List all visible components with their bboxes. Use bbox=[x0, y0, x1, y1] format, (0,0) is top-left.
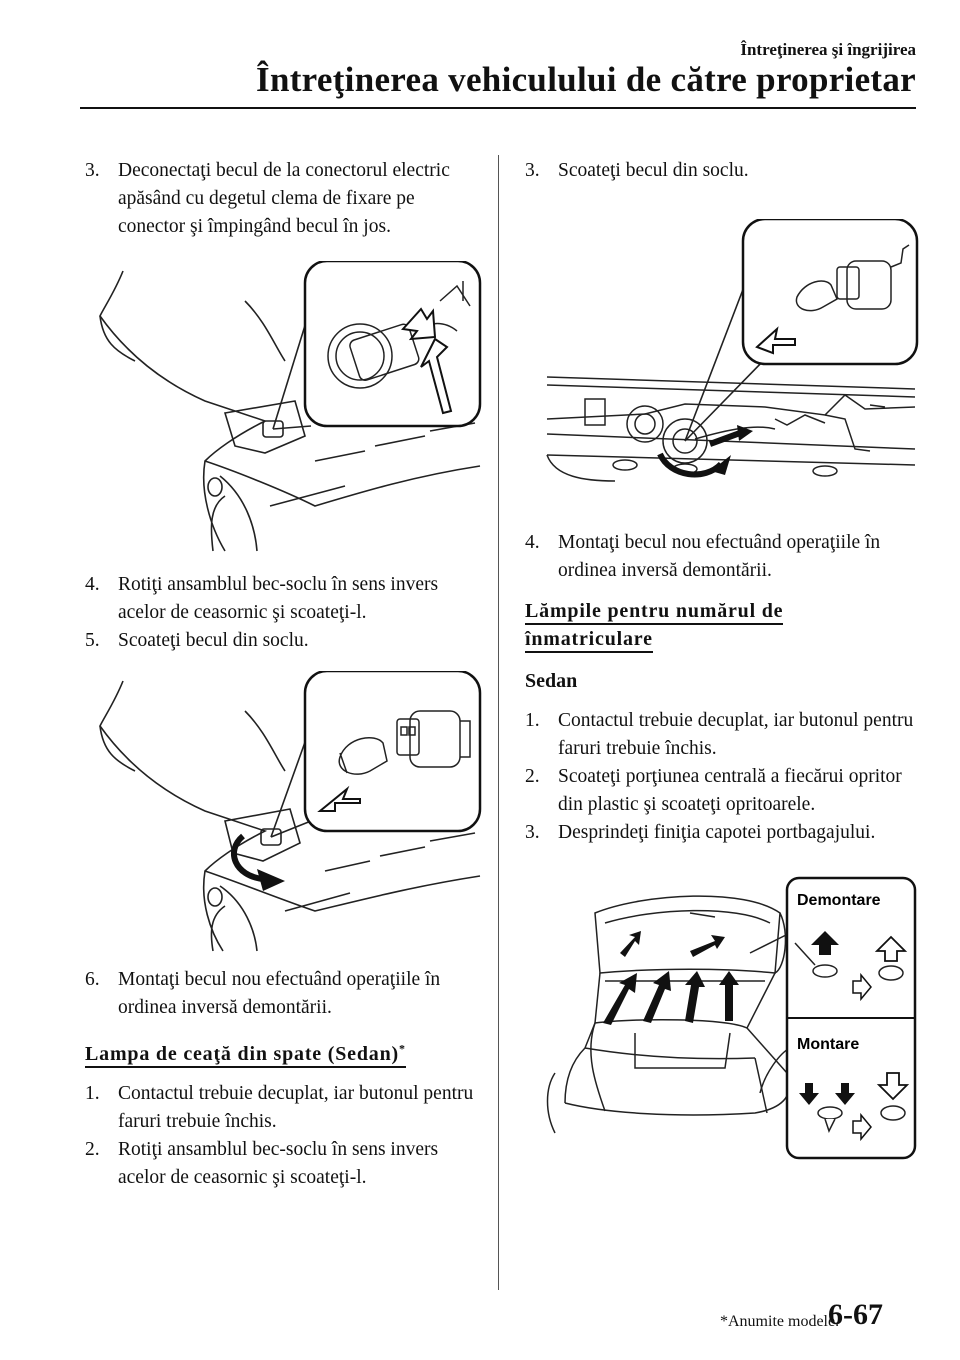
step-text: Scoateţi becul din soclu. bbox=[558, 160, 749, 181]
rotate-arrow-icon bbox=[230, 833, 264, 882]
step-text: Contactul trebuie decuplat, iar butonul … bbox=[558, 710, 914, 759]
figure-fog-lamp-removal bbox=[546, 219, 919, 482]
pull-arrow-icon bbox=[317, 785, 361, 812]
page-header: Întreţinerea şi îngrijirea Întreţinerea … bbox=[0, 0, 960, 110]
push-arrow-icon bbox=[401, 307, 437, 341]
figure-disconnect-connector bbox=[99, 261, 482, 552]
column-divider bbox=[498, 155, 499, 1290]
remove-clip-steps bbox=[794, 931, 908, 1002]
callout-lines bbox=[270, 730, 312, 838]
step-number: 2. bbox=[85, 1138, 100, 1160]
step-text: Rotiţi ansamblul bec-soclu în sens inver… bbox=[118, 1138, 439, 1188]
pull-arrow-icon bbox=[755, 326, 796, 355]
step-number: 6. bbox=[85, 969, 100, 990]
sedan-step-3: 3. Desprindeţi finiţia capotei portbagaju… bbox=[525, 819, 920, 847]
pull-up-arrow-icon bbox=[811, 931, 839, 955]
fog-step-4: 4. Montaţi becul nou efectuând operaţiile… bbox=[525, 529, 920, 585]
clip-arrows bbox=[603, 931, 739, 1025]
clip-arrow bbox=[690, 935, 725, 957]
next-step-arrow-icon bbox=[852, 1112, 872, 1142]
license-lamp-heading: Lămpile pentru numărul de înmatriculare bbox=[525, 597, 920, 653]
header-rule bbox=[80, 107, 916, 109]
step-text: Deconectaţi becul de la conectorul elect… bbox=[118, 160, 450, 237]
step-6-install: 6. Montaţi becul nou efectuând operaţiile… bbox=[85, 966, 483, 1022]
page-number: 6-67 bbox=[828, 1298, 883, 1331]
step-text: Contactul trebuie decuplat, iar butonul … bbox=[118, 1082, 474, 1132]
step-number: 5. bbox=[85, 630, 100, 651]
step-number: 3. bbox=[525, 160, 540, 181]
sedan-label: Sedan bbox=[525, 670, 578, 692]
detail-inset-frame bbox=[741, 219, 919, 366]
remove-label: Demontare bbox=[797, 892, 881, 909]
car-body-drawing bbox=[99, 680, 481, 952]
pull-out-arrow-head bbox=[737, 425, 753, 441]
fog-lamp-heading: Lampa de ceaţă din spate (Sedan)* bbox=[85, 1034, 483, 1068]
step-text: Rotiţi ansamblul bec-soclu în sens inver… bbox=[118, 574, 439, 623]
step-3-disconnect: 3. Deconectaţi becul de la conectorul ele… bbox=[85, 157, 483, 241]
rotate-arrow-head bbox=[711, 455, 731, 475]
clip-arrow bbox=[719, 971, 739, 1021]
page-title: Întreţinerea vehiculului de către propri… bbox=[256, 60, 916, 99]
inset-connector-drawing bbox=[327, 281, 471, 389]
step-5-remove-bulb: 5. Scoateţi becul din soclu. bbox=[85, 627, 483, 655]
sedan-step-1: 1. Contactul trebuie decuplat, iar butonu… bbox=[525, 707, 920, 763]
step-number: 1. bbox=[525, 710, 540, 731]
step-number: 4. bbox=[85, 574, 100, 595]
step-number: 3. bbox=[85, 160, 100, 181]
callout-line bbox=[684, 278, 748, 442]
next-step-arrow-icon bbox=[852, 972, 872, 1002]
bumper-drawing bbox=[546, 376, 916, 482]
clip-arrow bbox=[685, 971, 705, 1023]
sedan-step-2: 2. Scoateţi porţiunea centrală a fiecărui… bbox=[525, 763, 920, 819]
left-column: 3. Deconectaţi becul de la conectorul ele… bbox=[85, 157, 483, 1192]
fog-step-1: 1. Contactul trebuie decuplat, iar butonu… bbox=[85, 1080, 483, 1136]
step-number: 4. bbox=[525, 532, 540, 553]
down-outline-arrow-icon bbox=[876, 1072, 910, 1101]
clip-arrow bbox=[620, 931, 641, 957]
footnote-marker: * bbox=[398, 1041, 406, 1055]
callout-lines bbox=[272, 318, 312, 430]
step-4-rotate: 4. Rotiţi ansamblul bec-soclu în sens inv… bbox=[85, 571, 483, 627]
inset-bulb-drawing bbox=[795, 244, 910, 312]
clip-arrow bbox=[603, 973, 637, 1025]
press-arrow-icon bbox=[420, 337, 453, 415]
up-outline-arrow-icon bbox=[874, 935, 908, 962]
trunk-drawing bbox=[546, 895, 791, 1134]
step-number: 2. bbox=[525, 766, 540, 787]
callout-line bbox=[684, 358, 766, 442]
figure-trunk-clips: Demontare Montare bbox=[546, 876, 917, 1160]
step-text: Desprindeţi finiţia capotei portbagajulu… bbox=[558, 822, 876, 843]
step-text: Montaţi becul nou efectuând operaţiile î… bbox=[558, 532, 881, 581]
footnote: *Anumite modele. bbox=[720, 1313, 840, 1330]
right-column: 3. Scoateţi becul din soclu. bbox=[525, 157, 920, 1163]
pull-out-arrow bbox=[708, 430, 742, 447]
rotate-arrow-head bbox=[257, 869, 285, 891]
fog-step-3: 3. Scoateţi becul din soclu. bbox=[525, 157, 920, 185]
step-number: 3. bbox=[525, 822, 540, 843]
car-body-drawing bbox=[99, 270, 481, 552]
section-subtitle: Întreţinerea şi îngrijirea bbox=[740, 40, 916, 59]
step-text: Scoateţi porţiunea centrală a fiecărui o… bbox=[558, 766, 902, 815]
step-text: Scoateţi becul din soclu. bbox=[118, 630, 309, 651]
install-clip-steps bbox=[799, 1072, 910, 1142]
push-down-arrow-icon bbox=[835, 1083, 855, 1105]
step-text: Montaţi becul nou efectuând operaţiile î… bbox=[118, 969, 441, 1018]
install-label: Montare bbox=[797, 1036, 859, 1053]
clip-arrow bbox=[643, 971, 671, 1023]
step-number: 1. bbox=[85, 1082, 100, 1104]
inset-socket-drawing bbox=[338, 710, 471, 775]
push-down-arrow-icon bbox=[799, 1083, 819, 1105]
figure-remove-socket bbox=[99, 671, 482, 952]
fog-step-2: 2. Rotiţi ansamblul bec-soclu în sens inv… bbox=[85, 1136, 483, 1192]
